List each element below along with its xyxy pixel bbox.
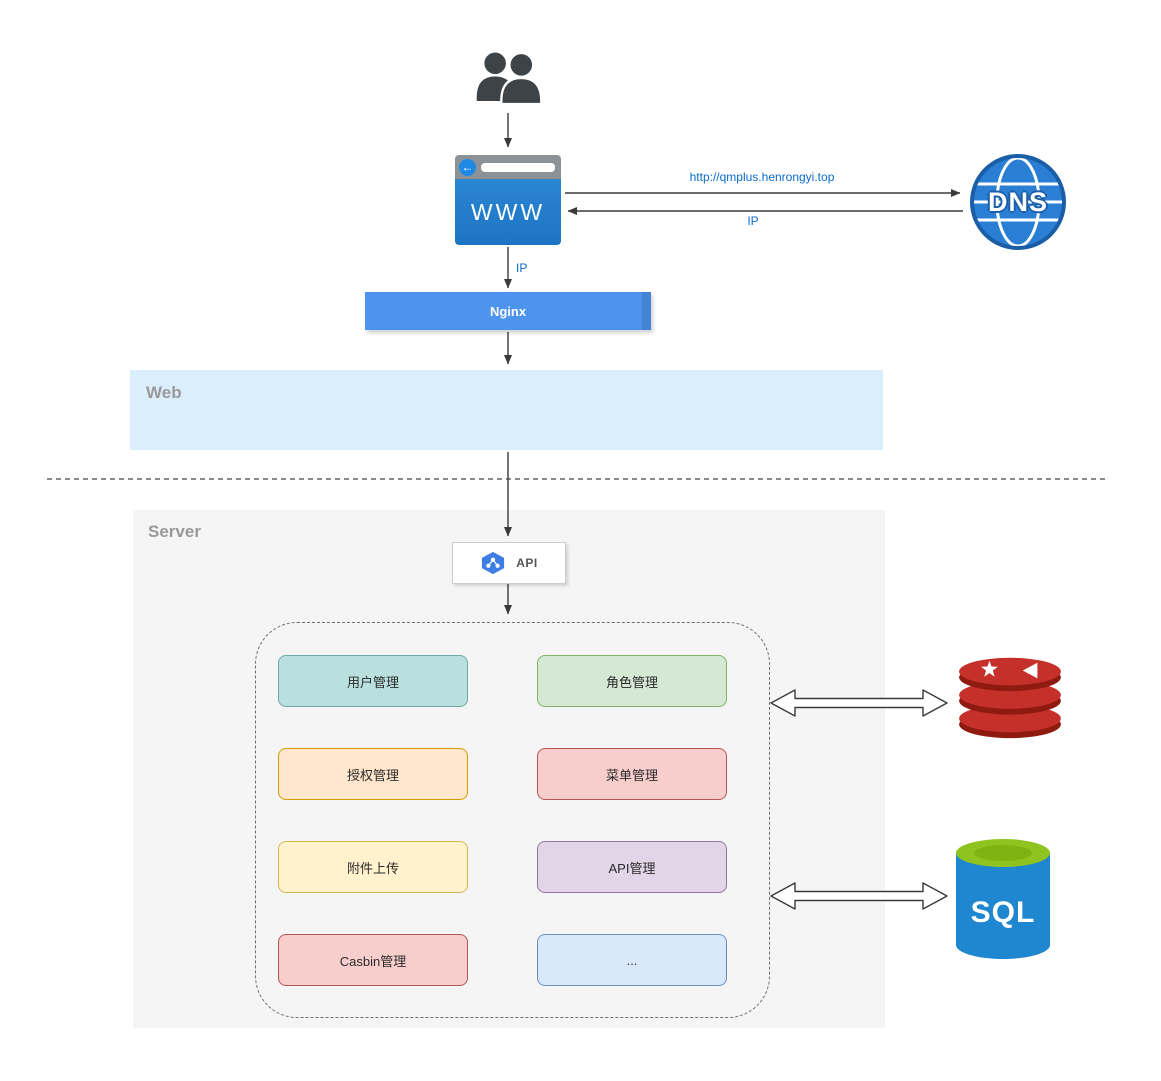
address-bar	[481, 162, 555, 172]
browser-body: WWW	[455, 179, 561, 245]
api-hexagon-icon	[482, 551, 505, 575]
edge-label-url: http://qmplus.henrongyi.top	[689, 170, 835, 184]
module-casbin-management: Casbin管理	[278, 934, 468, 986]
edge-label-ip-nginx: IP	[516, 261, 528, 275]
back-arrow-icon: ←	[459, 158, 476, 176]
module-role-management: 角色管理	[537, 655, 727, 707]
browser-label: WWW	[470, 198, 546, 225]
server-zone: Server	[133, 510, 885, 1028]
module-attachment-upload: 附件上传	[278, 841, 468, 893]
module-ellipsis: ...	[537, 934, 727, 986]
nginx-label: Nginx	[489, 303, 527, 319]
module-user-management: 用户管理	[278, 655, 468, 707]
module-api-management: API管理	[537, 841, 727, 893]
database-cylinder-icon: SQL	[953, 836, 1053, 969]
globe-icon	[970, 154, 1066, 250]
module-menu-management: 菜单管理	[537, 748, 727, 800]
modules-container: 用户管理 角色管理 授权管理 菜单管理 附件上传 API管理 Casbin管理 …	[255, 622, 770, 1018]
server-zone-label: Server	[148, 522, 201, 541]
dns-label: DNS	[987, 186, 1048, 217]
nginx-node: Nginx	[365, 292, 651, 330]
web-zone: Web	[130, 370, 883, 450]
browser-node: ← WWW	[455, 155, 561, 245]
dns-node: DNS	[968, 152, 1068, 252]
redis-stack-icon	[948, 648, 1072, 747]
sql-label: SQL	[970, 896, 1036, 929]
api-node: API	[452, 542, 566, 584]
module-authorization-management: 授权管理	[278, 748, 468, 800]
edge-label-ip-dns: IP	[747, 214, 759, 228]
users-icon	[469, 50, 549, 117]
browser-titlebar: ←	[455, 155, 561, 179]
api-label: API	[516, 556, 538, 570]
web-zone-label: Web	[146, 383, 182, 402]
